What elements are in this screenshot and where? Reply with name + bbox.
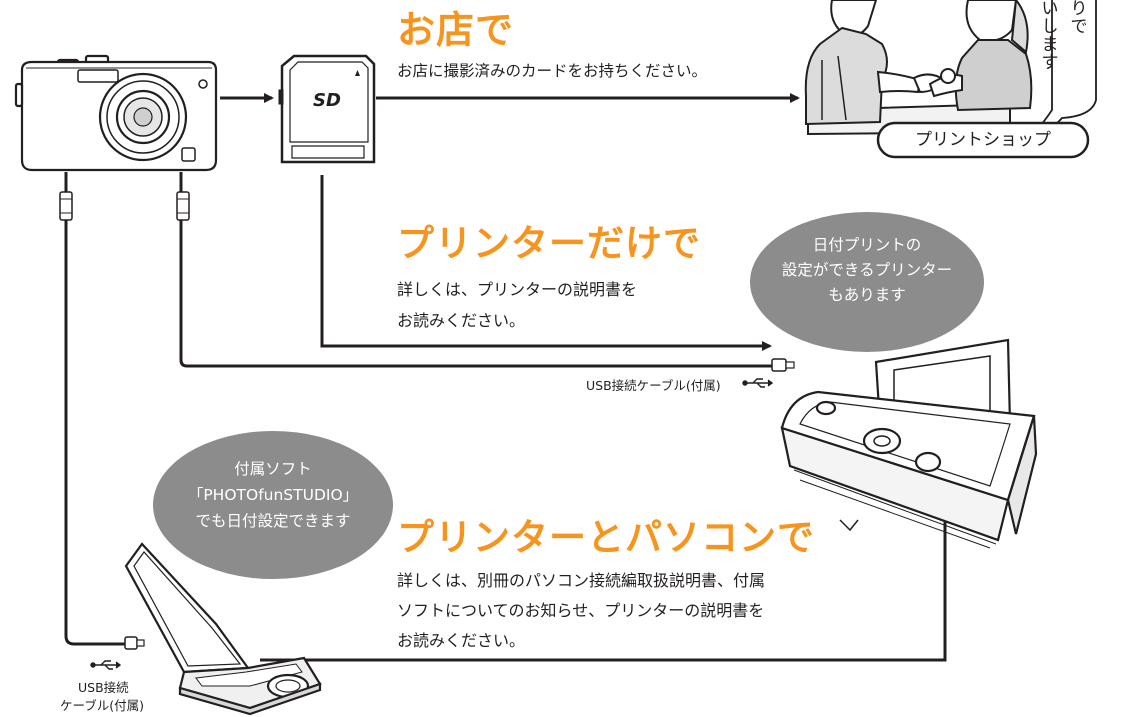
software-bubble-line-3: でも日付設定できます [195, 512, 351, 530]
software-bubble-line-2: 「PHOTOfunSTUDIO」 [187, 486, 359, 504]
printer-only-desc-line-2: お読みください。 [397, 311, 526, 330]
printer-info-bubble [750, 212, 984, 352]
printer-bubble-line-1: 日付プリントの [812, 236, 922, 254]
usb-cable-label-printer: USB接続ケーブル(付属) [586, 378, 721, 393]
usb-symbol-icon [742, 378, 774, 388]
printer-only-heading: プリンターだけで [397, 222, 701, 265]
shop-label: プリントショップ [915, 130, 1051, 150]
printer-pc-desc-line-2: ソフトについてのお知らせ、プリンターの説明書を [397, 601, 765, 620]
usb-cable-to-printer [176, 172, 795, 372]
usb-cable-label-laptop-line-2: ケーブル(付属) [60, 698, 145, 713]
printer-only-desc-line-1: 詳しくは、プリンターの説明書を [397, 280, 638, 299]
usb-cable-label-laptop-line-1: USB接続 [78, 680, 129, 695]
printer-bubble-line-3: もあります [828, 286, 906, 304]
printer-icon [780, 338, 1038, 549]
software-bubble-line-1: 付属ソフト [234, 460, 312, 478]
camera-icon [14, 54, 218, 172]
laptop-icon [124, 542, 322, 716]
store-description: お店に撮影済みのカードをお持ちください。 [397, 62, 708, 80]
software-info-bubble [153, 431, 393, 579]
printer-pc-desc-line-3: お読みください。 [397, 631, 526, 650]
shop-label-pill [876, 121, 1090, 159]
printer-pc-heading: プリンターとパソコンで [397, 516, 815, 559]
printer-pc-desc-line-1: 詳しくは、別冊のパソコン接続編取扱説明書、付属 [397, 571, 766, 590]
printer-bubble-line-2: 設定ができるプリンター [781, 261, 953, 279]
usb-symbol-icon-laptop [90, 660, 122, 670]
store-heading: お店で [397, 8, 515, 52]
speech-text-col-1: りで [1070, 0, 1088, 37]
usb-cable-to-laptop [59, 172, 145, 650]
sd-card-icon [278, 54, 376, 164]
shop-scene-icon [804, 0, 1033, 136]
sd-logo: SD [313, 90, 341, 111]
speech-text-col-2: いします [1041, 0, 1059, 73]
card-to-printer-arrow [320, 175, 772, 351]
